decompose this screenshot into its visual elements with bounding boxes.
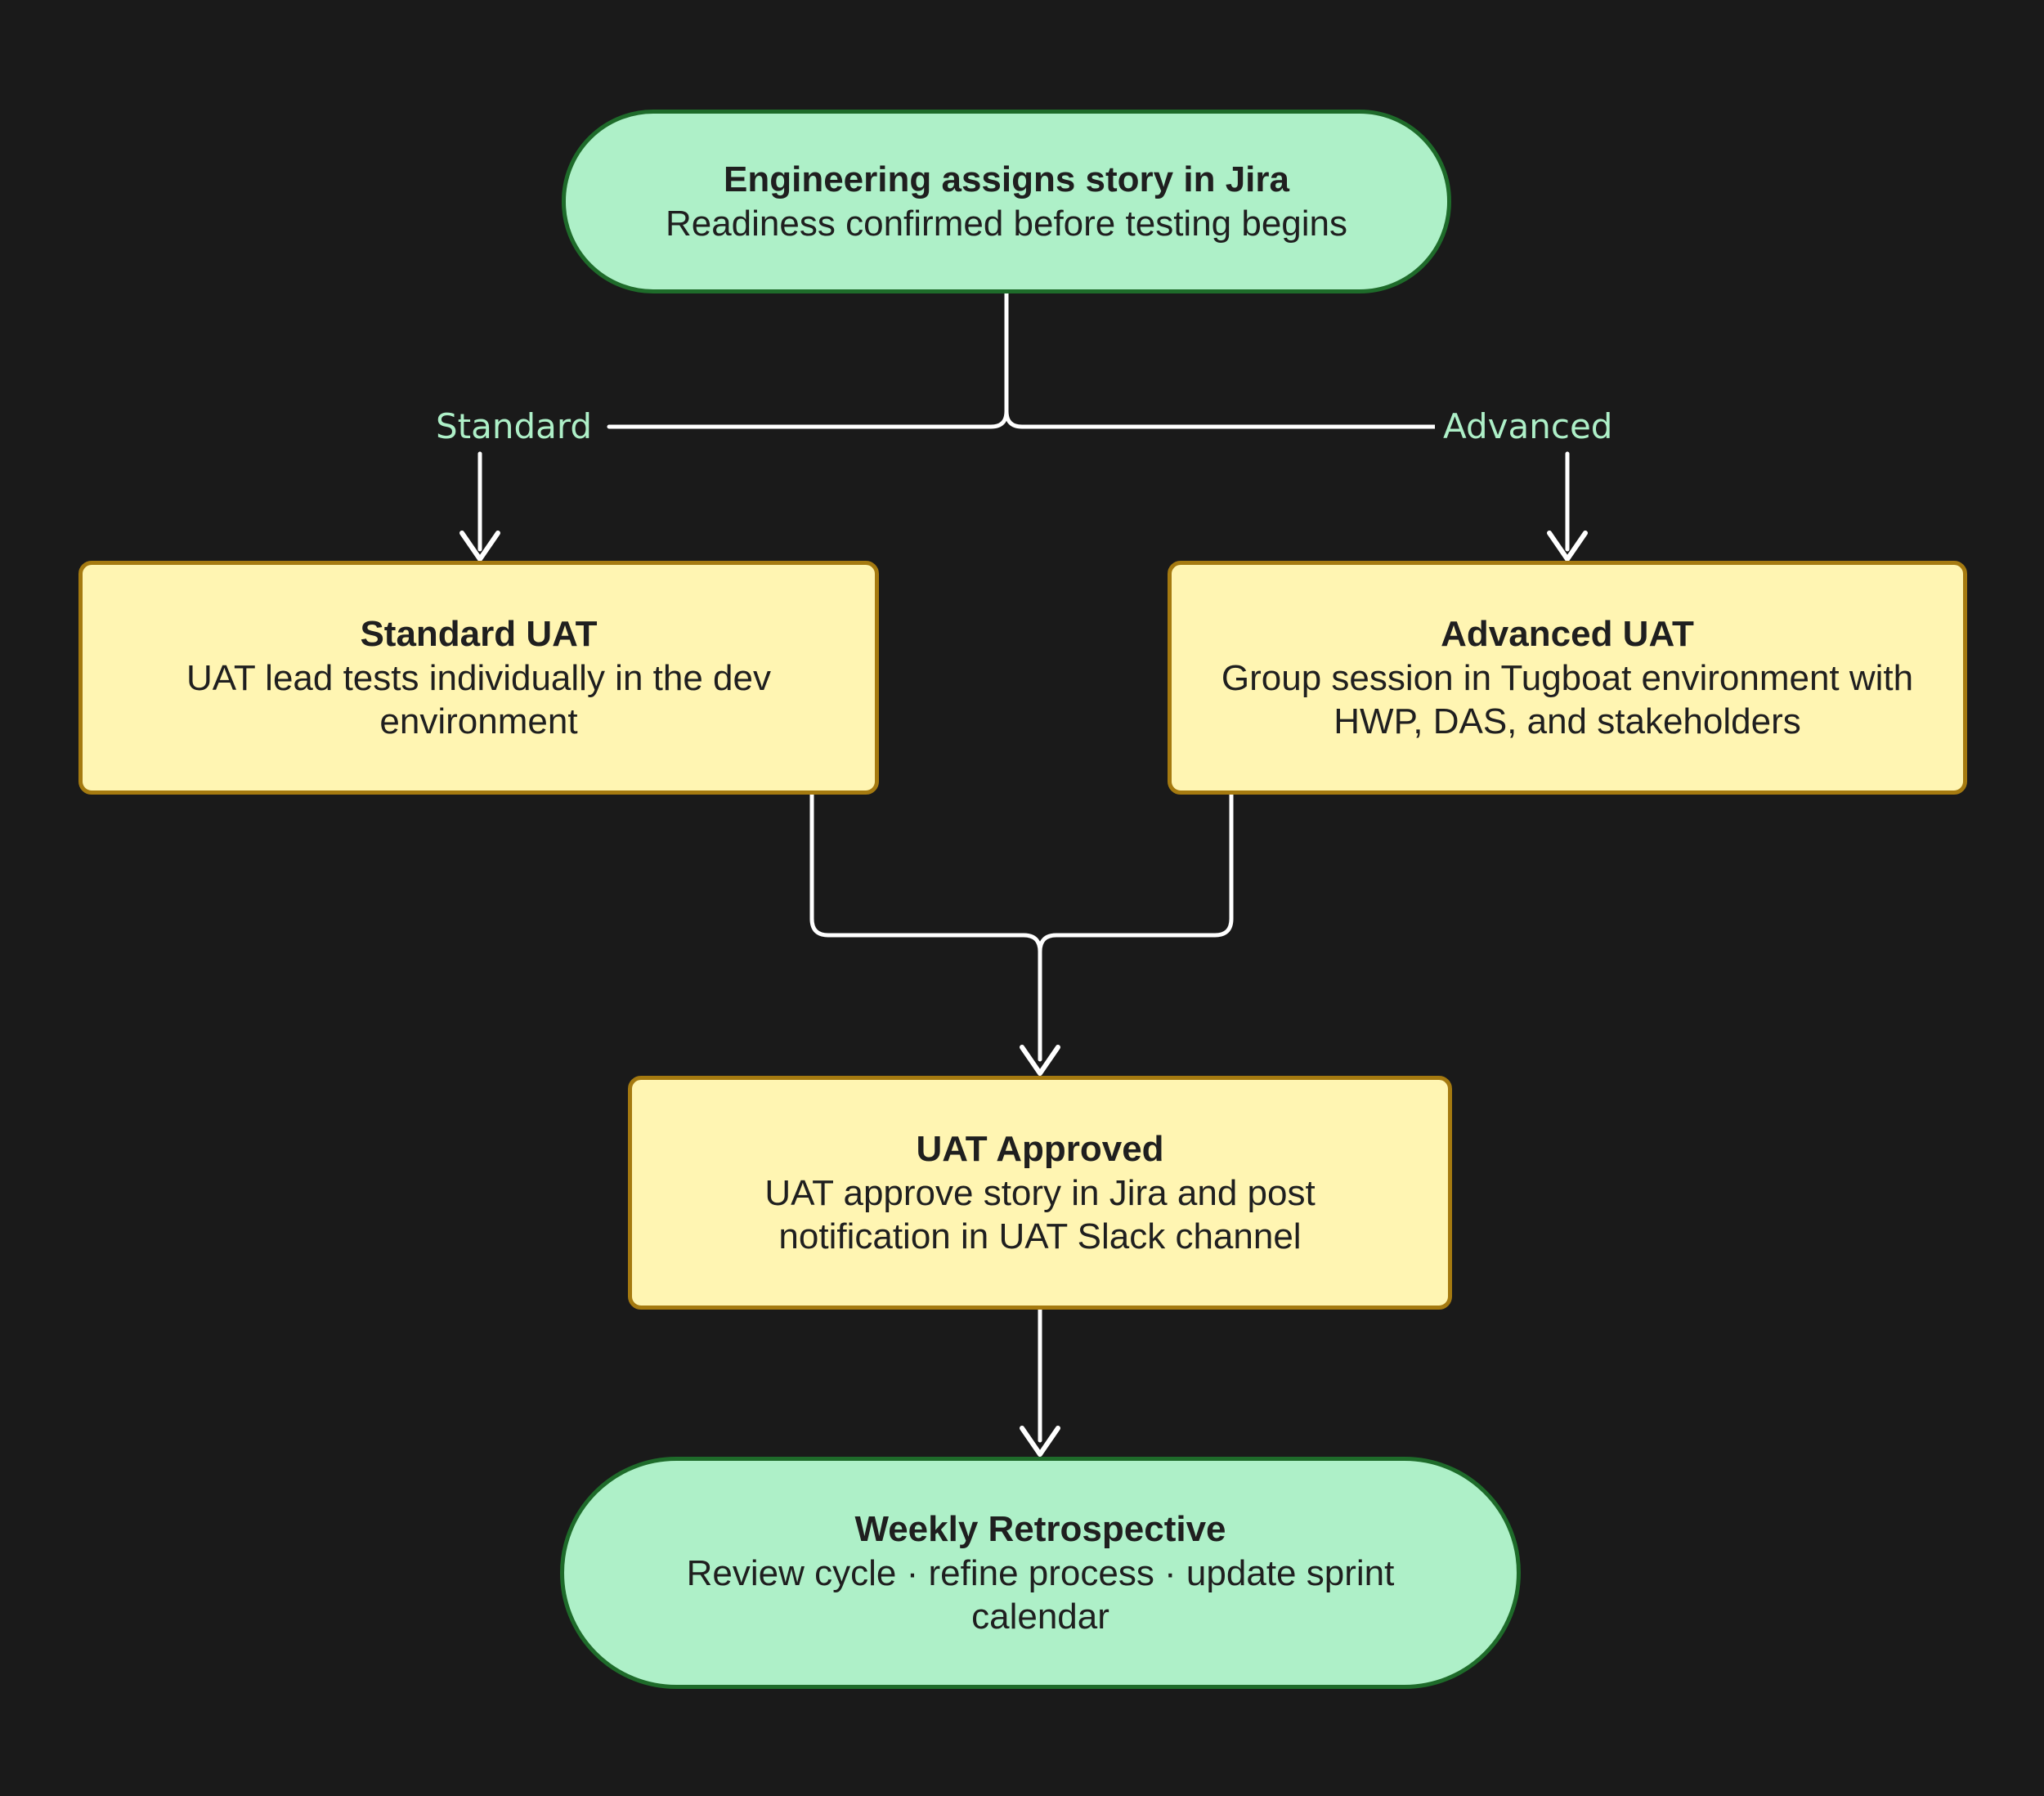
node-start-subtitle: Readiness confirmed before testing begin… [665,204,1348,244]
connector-from-standard [809,792,1042,1062]
arrowhead-retro [1020,1426,1060,1457]
node-uat-approved: UAT Approved UAT approve story in Jira a… [628,1076,1452,1310]
node-uat-approved-subtitle: UAT approve story in Jira and post notif… [764,1173,1316,1256]
node-advanced-uat: Advanced UAT Group session in Tugboat en… [1168,561,1967,795]
node-standard-uat-title: Standard UAT [360,614,598,654]
connector-start-split-right [1004,409,1439,429]
connector-from-advanced [1038,792,1234,954]
node-weekly-retrospective-subtitle: Review cycle · refine process · update s… [686,1553,1395,1637]
node-advanced-uat-title: Advanced UAT [1441,614,1694,654]
node-start: Engineering assigns story in Jira Readin… [562,110,1451,293]
edge-label-standard: Standard [428,406,601,447]
node-weekly-retrospective-title: Weekly Retrospective [854,1509,1226,1549]
arrowhead-approved [1020,1045,1060,1076]
arrowhead-advanced [1547,531,1588,562]
node-standard-uat-subtitle: UAT lead tests individually in the dev e… [186,658,771,741]
node-weekly-retrospective: Weekly Retrospective Review cycle · refi… [560,1457,1521,1689]
node-standard-uat: Standard UAT UAT lead tests individually… [78,561,879,795]
arrowhead-standard [459,531,500,562]
node-advanced-uat-subtitle: Group session in Tugboat environment wit… [1221,658,1914,741]
connector-start-split [607,291,1009,429]
node-start-title: Engineering assigns story in Jira [724,159,1289,199]
edge-label-advanced: Advanced [1435,406,1621,447]
node-uat-approved-title: UAT Approved [916,1129,1164,1169]
